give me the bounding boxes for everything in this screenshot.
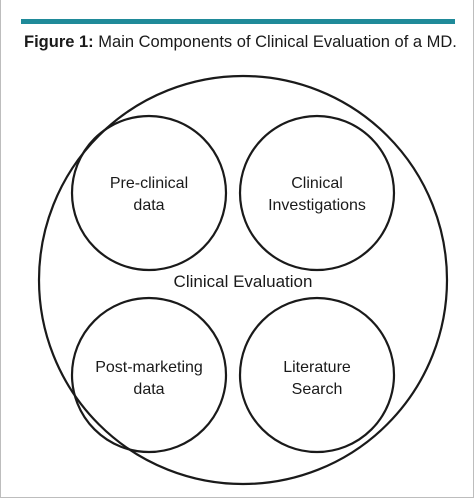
figure-caption: Figure 1: Main Components of Clinical Ev…: [24, 33, 457, 52]
component-pre-clinical-line2: data: [133, 197, 164, 214]
component-post-marketing-line2: data: [133, 381, 164, 398]
outer-label-clinical-evaluation: Clinical Evaluation: [174, 272, 313, 291]
component-clinical-investigations-line2: Investigations: [268, 197, 366, 214]
component-circle-post-marketing: [70, 296, 228, 454]
figure-caption-text: Main Components of Clinical Evaluation o…: [98, 33, 457, 51]
component-pre-clinical-line1: Pre-clinical: [110, 175, 188, 192]
component-literature-line1: Literature: [283, 359, 351, 376]
component-post-marketing-line1: Post-marketing: [95, 359, 203, 376]
outer-circle: [37, 74, 449, 486]
accent-rule: [21, 19, 455, 24]
component-clinical-investigations-line1: Clinical: [291, 175, 343, 192]
component-circle-pre-clinical: [70, 114, 228, 272]
component-literature-line2: Search: [292, 381, 343, 398]
component-circle-literature-search: [238, 296, 396, 454]
figure-label: Figure 1:: [24, 33, 94, 51]
component-circle-clinical-investigations: [238, 114, 396, 272]
